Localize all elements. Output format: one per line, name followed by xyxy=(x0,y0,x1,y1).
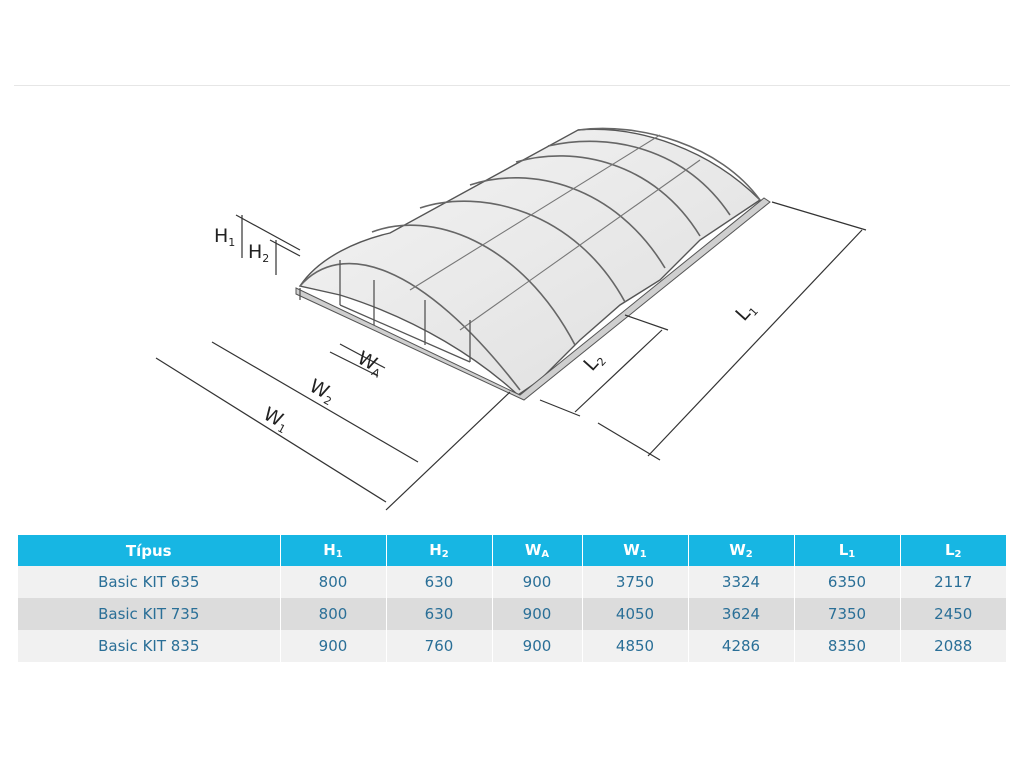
cell-wa: 900 xyxy=(492,566,583,598)
header-l1: L1 xyxy=(794,535,901,566)
table-row: Basic KIT 735 800 630 900 4050 3624 7350… xyxy=(18,598,1006,630)
cell-h2: 630 xyxy=(386,566,493,598)
header-w2: W2 xyxy=(688,535,795,566)
enclosure-diagram: H1 H2 WA W2 W1 L2 L1 xyxy=(0,90,1024,520)
header-l2: L2 xyxy=(900,535,1006,566)
roof-panel-lines xyxy=(409,134,701,331)
cell-l2: 2088 xyxy=(900,630,1006,662)
cell-l1: 6350 xyxy=(794,566,901,598)
label-w1: W1 xyxy=(259,403,293,436)
cell-w1: 4050 xyxy=(582,598,689,630)
front-glazing xyxy=(299,260,471,363)
label-h1: H1 xyxy=(214,225,235,249)
cell-w1: 4850 xyxy=(582,630,689,662)
cell-h1: 900 xyxy=(280,630,387,662)
label-wa: WA xyxy=(353,347,388,381)
enclosure-base xyxy=(295,197,771,401)
cell-wa: 900 xyxy=(492,598,583,630)
enclosure-roof xyxy=(298,128,762,396)
cell-l2: 2450 xyxy=(900,598,1006,630)
top-divider xyxy=(14,85,1010,86)
cell-h1: 800 xyxy=(280,598,387,630)
cell-wa: 900 xyxy=(492,630,583,662)
label-l1: L1 xyxy=(731,298,761,327)
cell-w1: 3750 xyxy=(582,566,689,598)
table-header-row: Típus H1 H2 WA W1 W2 L1 L2 xyxy=(18,535,1006,566)
header-type: Típus xyxy=(18,535,281,566)
header-w1: W1 xyxy=(582,535,689,566)
cell-type: Basic KIT 835 xyxy=(18,630,281,662)
spec-table: Típus H1 H2 WA W1 W2 L1 L2 Basic KIT 635… xyxy=(18,535,1006,662)
label-h2: H2 xyxy=(248,241,269,265)
enclosure-drawing: H1 H2 WA W2 W1 L2 L1 xyxy=(155,127,867,511)
table-row: Basic KIT 835 900 760 900 4850 4286 8350… xyxy=(18,630,1006,662)
cell-type: Basic KIT 635 xyxy=(18,566,281,598)
cell-l1: 7350 xyxy=(794,598,901,630)
cell-w2: 4286 xyxy=(688,630,795,662)
roof-ribs xyxy=(299,127,761,391)
cell-h2: 630 xyxy=(386,598,493,630)
cell-l1: 8350 xyxy=(794,630,901,662)
dimension-lines xyxy=(155,201,867,511)
table-row: Basic KIT 635 800 630 900 3750 3324 6350… xyxy=(18,566,1006,598)
cell-type: Basic KIT 735 xyxy=(18,598,281,630)
cell-w2: 3624 xyxy=(688,598,795,630)
cell-l2: 2117 xyxy=(900,566,1006,598)
header-wa: WA xyxy=(492,535,583,566)
header-h2: H2 xyxy=(386,535,493,566)
cell-h1: 800 xyxy=(280,566,387,598)
header-h1: H1 xyxy=(280,535,387,566)
cell-h2: 760 xyxy=(386,630,493,662)
label-w2: W2 xyxy=(305,375,339,408)
cell-w2: 3324 xyxy=(688,566,795,598)
